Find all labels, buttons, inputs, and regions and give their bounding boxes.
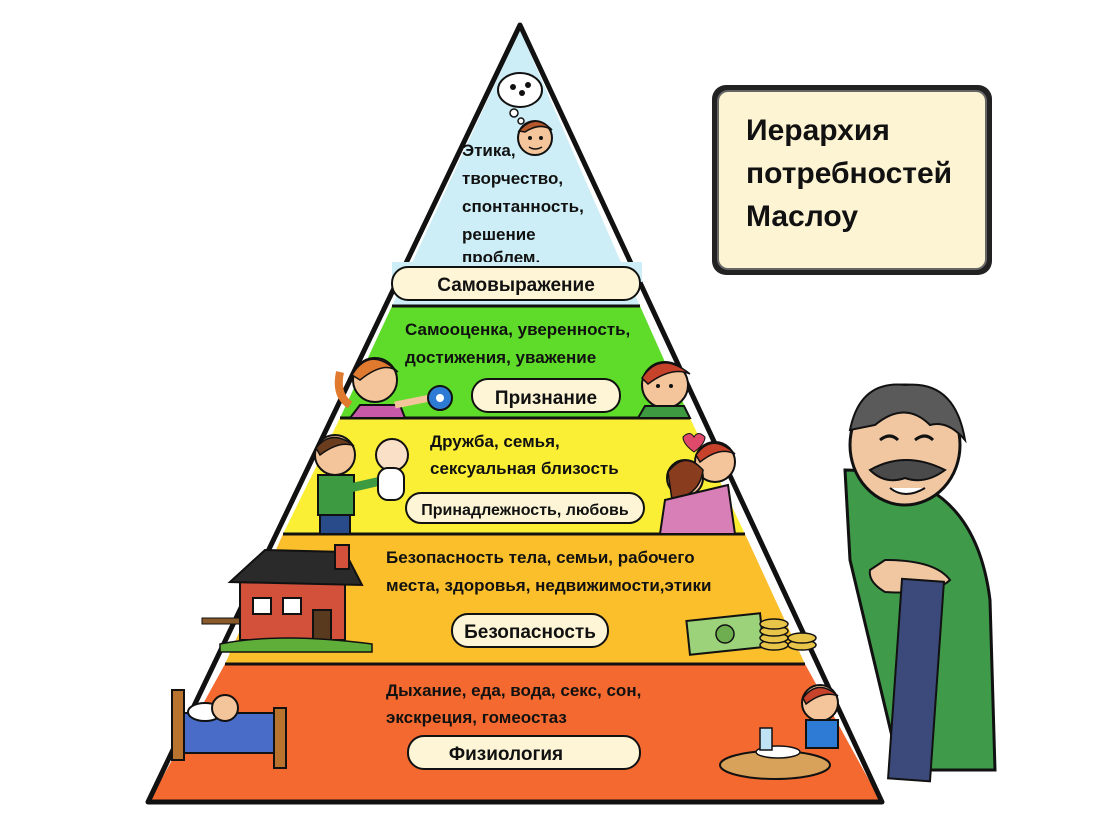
tier-1-label: Самовыражение <box>391 266 641 301</box>
tier-3-line-1: Дружба, семья, <box>430 432 560 451</box>
tier-2-label: Признание <box>471 378 621 413</box>
tier-2-line-1: Самооценка, уверенность, <box>405 320 630 339</box>
title-line-1: Иерархия <box>746 114 890 147</box>
tier-1-label-text: Самовыражение <box>437 275 595 296</box>
tier-4-description: Безопасность тела, семьи, рабочего места… <box>386 548 711 595</box>
tier-5-line-1: Дыхание, еда, вода, секс, сон, <box>386 681 641 700</box>
tier-5-label: Физиология <box>407 735 641 770</box>
title-box: Иерархия потребностей Маслоу <box>712 85 992 275</box>
tier-1-line-2: творчество, <box>462 169 563 188</box>
tier-5-description: Дыхание, еда, вода, секс, сон, экскреция… <box>386 681 641 727</box>
father-with-baby-icon <box>314 434 409 535</box>
girl-with-ribbon-icon <box>334 357 453 419</box>
tier-3-label-text: Принадлежность, любовь <box>421 502 629 519</box>
tier-3-line-2: сексуальная близость <box>430 459 619 478</box>
tier-5-band <box>150 664 880 800</box>
tier-4-label-text: Безопасность <box>464 622 596 643</box>
tier-2-line-2: достижения, уважение <box>405 348 596 367</box>
tier-3-description: Дружба, семья, сексуальная близость <box>430 432 619 478</box>
tier-3-label: Принадлежность, любовь <box>405 492 645 524</box>
title-line-3: Маслоу <box>746 200 858 233</box>
title-line-2: потребностей <box>746 157 952 190</box>
tier-1-line-1: Этика, <box>462 141 516 160</box>
tier-4-line-1: Безопасность тела, семьи, рабочего <box>386 548 695 567</box>
tier-1-line-4: решение <box>462 225 536 244</box>
couple-hugging-icon <box>658 433 737 535</box>
tier-2-description: Самооценка, уверенность, достижения, ува… <box>405 320 630 367</box>
tier-4-line-2: места, здоровья, недвижимости,этики <box>386 576 711 595</box>
thinking-person-icon <box>497 72 553 156</box>
house-icon <box>201 544 373 653</box>
tier-1-line-3: спонтанность, <box>462 197 584 216</box>
money-icon <box>685 612 817 656</box>
tier-5-line-2: экскреция, гомеостаз <box>386 708 567 727</box>
tier-4-band <box>225 534 805 664</box>
tier-1-band <box>392 30 640 306</box>
tier-5-label-text: Физиология <box>449 744 563 765</box>
sleeping-in-bed-icon <box>171 689 287 769</box>
pyramid-outline <box>145 22 885 805</box>
tier-2-label-text: Признание <box>495 388 597 409</box>
boy-eating-icon <box>719 684 839 780</box>
tier-4-label: Безопасность <box>451 613 609 648</box>
maslow-mascot <box>843 383 997 783</box>
boy-head-icon <box>636 361 692 419</box>
